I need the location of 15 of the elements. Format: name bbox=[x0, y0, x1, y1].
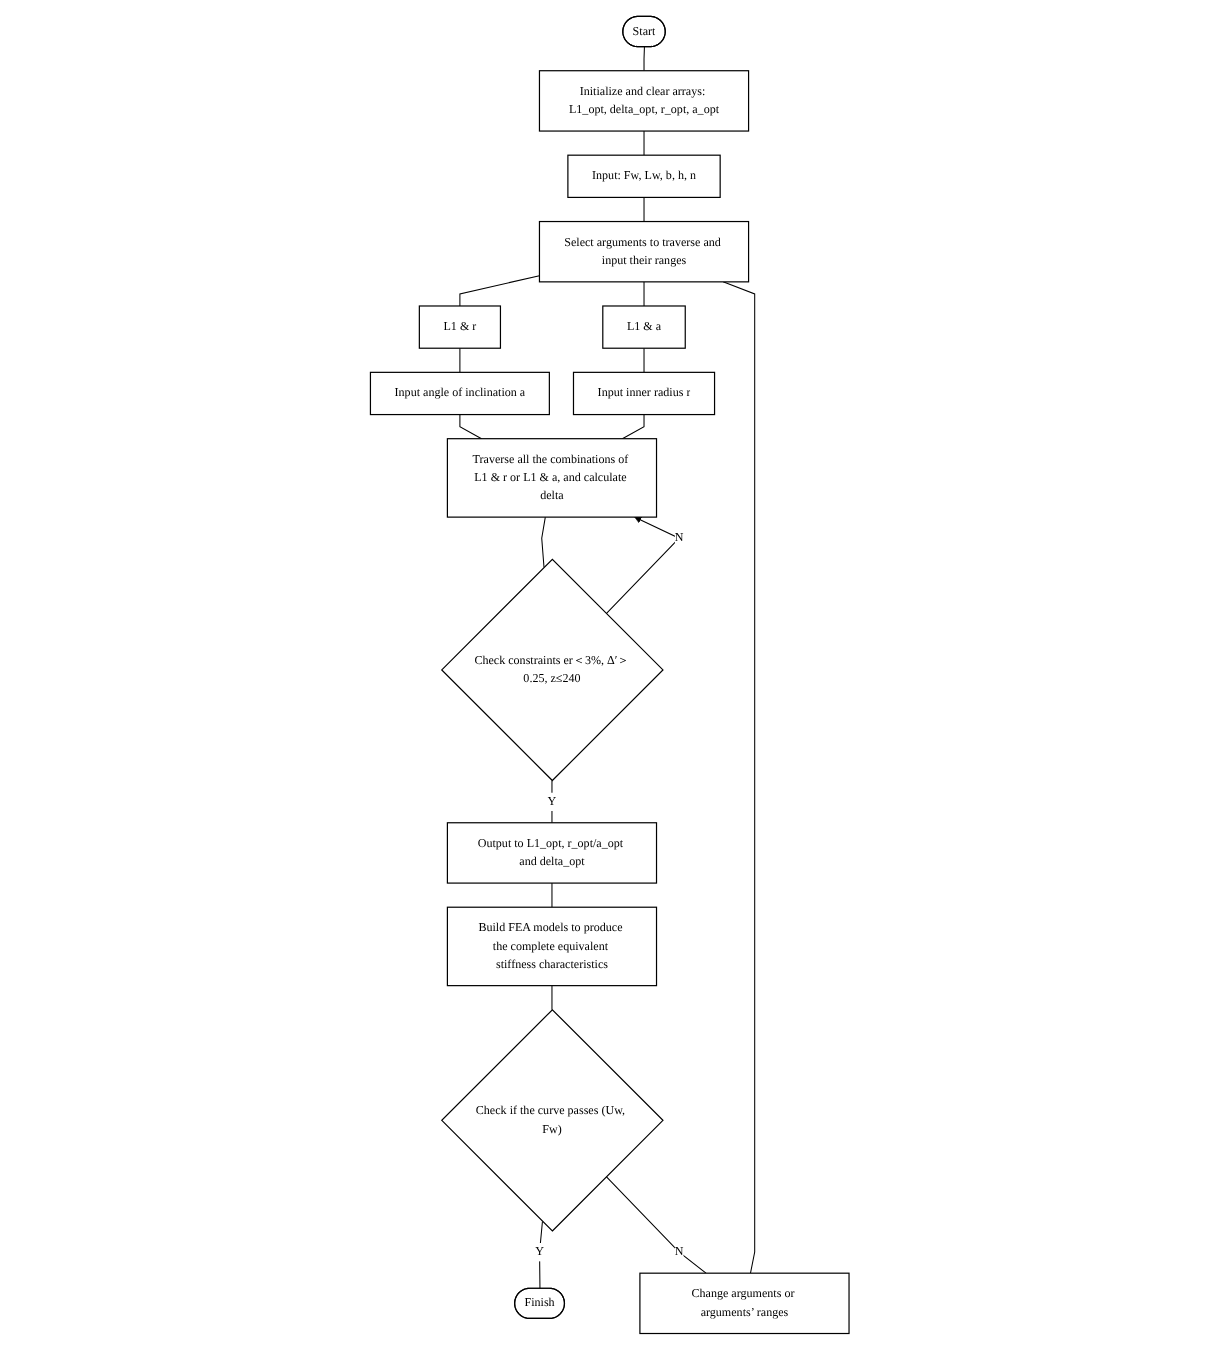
connector bbox=[722, 281, 756, 1274]
connector bbox=[622, 414, 645, 440]
connector bbox=[551, 985, 553, 1011]
connector bbox=[643, 347, 645, 373]
connector bbox=[459, 275, 541, 307]
connector bbox=[459, 414, 483, 440]
connector bbox=[459, 347, 461, 373]
connector bbox=[643, 196, 645, 223]
connector bbox=[541, 516, 547, 568]
connector bbox=[643, 281, 645, 307]
connector bbox=[643, 130, 645, 156]
connector bbox=[539, 1220, 544, 1290]
connector bbox=[643, 46, 646, 72]
connector bbox=[551, 882, 553, 908]
connector bbox=[606, 1176, 707, 1274]
